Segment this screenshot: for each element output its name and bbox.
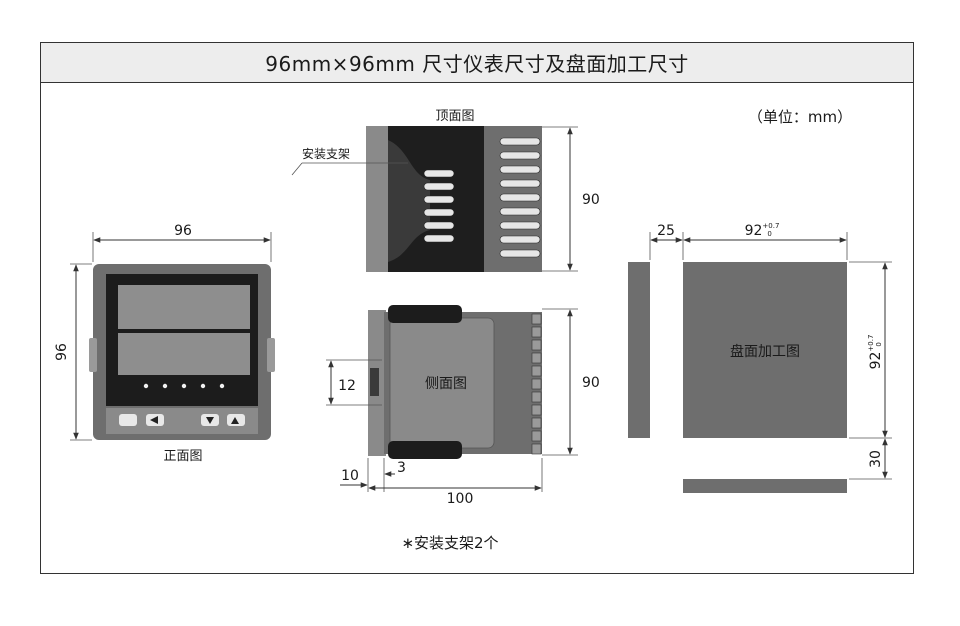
side-gap-dimension: 3 (397, 460, 406, 476)
unit-label: （单位：mm） (748, 108, 852, 126)
side-upper-bracket (388, 305, 462, 323)
bracket-note: ∗安装支架2个 (401, 534, 498, 552)
panel-margin-bottom-dimension: 30 (868, 450, 884, 468)
panel-cutout (683, 262, 847, 438)
front-height-dimension: 96 (54, 343, 70, 361)
top-view-slots (423, 137, 541, 258)
bracket-callout-label: 安装支架 (302, 146, 350, 161)
top-depth-dimension: 90 (582, 192, 600, 208)
top-view (366, 126, 542, 272)
front-key-refresh-icon (119, 414, 137, 426)
side-bracket-dimension: 12 (338, 378, 356, 394)
front-view (89, 264, 275, 440)
panel-view-label: 盘面加工图 (730, 343, 800, 360)
top-view-label: 顶面图 (435, 109, 474, 124)
front-view-label: 正面图 (163, 449, 202, 464)
side-terminals (531, 313, 542, 455)
front-display-upper (118, 285, 250, 329)
title-bar: 96mm×96mm 尺寸仪表尺寸及盘面加工尺寸 (41, 43, 913, 83)
page-title: 96mm×96mm 尺寸仪表尺寸及盘面加工尺寸 (265, 52, 689, 76)
side-view-label: 侧面图 (425, 376, 467, 392)
side-length-dimension: 100 (447, 491, 474, 507)
side-bezel-dimension: 10 (341, 468, 359, 484)
front-indicator-leds (143, 383, 225, 389)
front-display-lower (118, 333, 250, 375)
panel-cutout-view (628, 262, 847, 493)
panel-margin-left-dimension: 25 (657, 223, 675, 239)
side-lower-bracket (388, 441, 462, 459)
panel-cut-height-dimension: 92+0.70 (867, 335, 884, 370)
side-view (368, 305, 542, 459)
front-width-dimension: 96 (174, 223, 192, 239)
side-height-dimension: 90 (582, 375, 600, 391)
